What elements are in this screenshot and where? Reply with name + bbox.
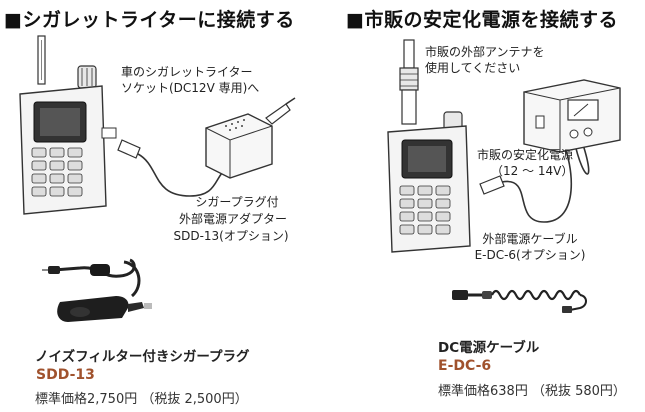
psu-caption-line2: （12 ～ 14V） <box>491 164 574 178</box>
psu-caption-line1: 市販の安定化電源 <box>477 148 574 162</box>
section-heading-power-supply: ■市販の安定化電源を接続する <box>346 9 618 31</box>
antenna-caption-line2: 使用してください <box>425 61 521 75</box>
adapter-caption-line3: SDD-13(オプション) <box>173 229 289 243</box>
e-dc-6-model-label: E-DC-6 <box>438 358 492 374</box>
sdd-13-product-image <box>42 258 152 322</box>
e-dc-6-price: 標準価格638円 （税抜 580円） <box>438 384 626 399</box>
radio-power-supply-illustration <box>387 39 621 253</box>
cable-caption-line2: E-DC-6(オプション) <box>474 248 586 262</box>
sdd-13-product-name: ノイズフィルター付きシガープラグ <box>35 349 250 365</box>
e-dc-6-product-name: DC電源ケーブル <box>438 340 540 356</box>
radio-cigarette-illustration <box>19 35 296 215</box>
e-dc-6-product-image <box>452 289 587 313</box>
socket-caption-line1: 車のシガレットライター <box>121 65 253 79</box>
section-heading-cigarette: ■シガレットライターに接続する <box>4 9 295 31</box>
adapter-caption-line2: 外部電源アダプター <box>178 212 287 226</box>
antenna-caption-line1: 市販の外部アンテナを <box>425 45 545 59</box>
sdd-13-model-label: SDD-13 <box>36 367 95 383</box>
adapter-caption-line1: シガープラグ付 <box>195 195 279 209</box>
cable-caption-line1: 外部電源ケーブル <box>482 232 578 246</box>
sdd-13-price: 標準価格2,750円 （税抜 2,500円） <box>35 392 248 407</box>
socket-caption-line2: ソケット(DC12V 専用)へ <box>121 81 260 95</box>
